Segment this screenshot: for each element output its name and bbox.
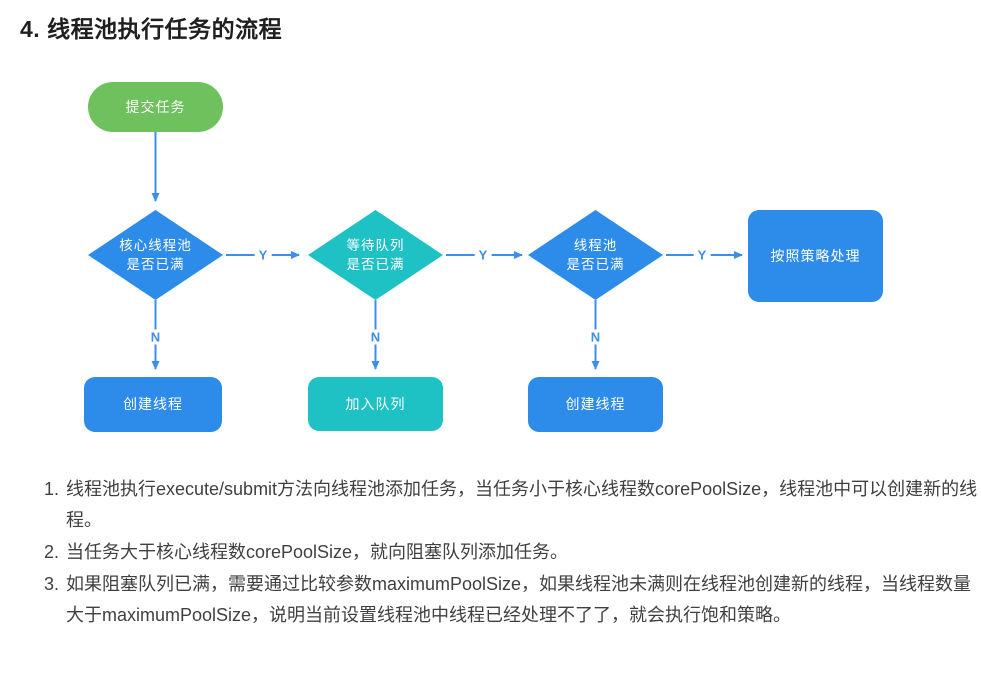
edge-label-no-2: N (366, 329, 385, 345)
node-handle-by-policy: 按照策略处理 (748, 210, 883, 302)
node-wait-queue-full: 等待队列 是否已满 (308, 210, 443, 300)
edge-label-no-3: N (586, 329, 605, 345)
note-item-2: 当任务大于核心线程数corePoolSize，就向阻塞队列添加任务。 (64, 537, 981, 568)
notes-list: 线程池执行execute/submit方法向线程池添加任务，当任务小于核心线程数… (0, 474, 981, 632)
note-item-3: 如果阻塞队列已满，需要通过比较参数maximumPoolSize，如果线程池未满… (64, 569, 981, 631)
node-enqueue: 加入队列 (308, 377, 443, 431)
edge-label-yes-2: Y (474, 247, 492, 263)
edge-label-no-1: N (146, 329, 165, 345)
edge-label-yes-1: Y (254, 247, 272, 263)
node-core-pool-full: 核心线程池 是否已满 (88, 210, 223, 300)
node-create-thread-1: 创建线程 (84, 377, 222, 432)
page-title: 4. 线程池执行任务的流程 (20, 16, 283, 42)
node-thread-pool-full: 线程池 是否已满 (528, 210, 663, 300)
node-create-thread-2: 创建线程 (528, 377, 663, 432)
node-submit-task: 提交任务 (88, 82, 223, 132)
note-item-1: 线程池执行execute/submit方法向线程池添加任务，当任务小于核心线程数… (64, 474, 981, 536)
edge-label-yes-3: Y (693, 247, 711, 263)
